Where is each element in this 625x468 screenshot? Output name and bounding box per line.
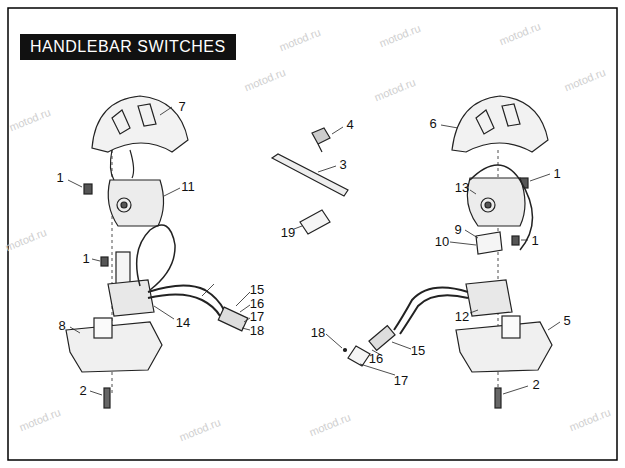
callout-number: 19: [281, 226, 295, 239]
watermark: motod.ru: [8, 107, 52, 133]
callout-number: 1: [56, 171, 63, 184]
callout-number: 15: [411, 344, 425, 357]
callout-number: 13: [455, 181, 469, 194]
callout-number: 7: [178, 100, 185, 113]
callout-number: 1: [553, 167, 560, 180]
watermark: motod.ru: [278, 27, 322, 53]
watermark: motod.ru: [378, 23, 422, 49]
callout-number: 1: [531, 234, 538, 247]
title-band: HANDLEBAR SWITCHES: [20, 34, 236, 60]
callout-number: 15: [250, 283, 264, 296]
callout-number: 17: [394, 374, 408, 387]
callout-number: 11: [181, 180, 195, 193]
callout-number: 2: [532, 378, 539, 391]
watermark: motod.ru: [563, 67, 607, 93]
callout-number: 1: [82, 252, 89, 265]
callout-number: 9: [454, 223, 461, 236]
watermark: motod.ru: [568, 407, 612, 433]
callout-number: 14: [176, 316, 190, 329]
callout-number: 6: [429, 117, 436, 130]
callout-number: 5: [563, 314, 570, 327]
callout-number: 12: [455, 310, 469, 323]
callout-number: 16: [250, 297, 264, 310]
callout-number: 3: [339, 158, 346, 171]
callout-number: 18: [250, 324, 264, 337]
watermark: motod.ru: [308, 412, 352, 438]
callout-number: 18: [311, 326, 325, 339]
callout-number: 16: [369, 352, 383, 365]
watermark: motod.ru: [4, 227, 48, 253]
watermark: motod.ru: [18, 407, 62, 433]
callout-number: 10: [435, 235, 449, 248]
callout-number: 8: [58, 319, 65, 332]
watermark: motod.ru: [178, 417, 222, 443]
watermark: motod.ru: [498, 21, 542, 47]
callout-number: 2: [79, 384, 86, 397]
callout-number: 4: [346, 118, 353, 131]
watermark: motod.ru: [373, 77, 417, 103]
callout-number: 17: [250, 310, 264, 323]
watermark: motod.ru: [243, 67, 287, 93]
